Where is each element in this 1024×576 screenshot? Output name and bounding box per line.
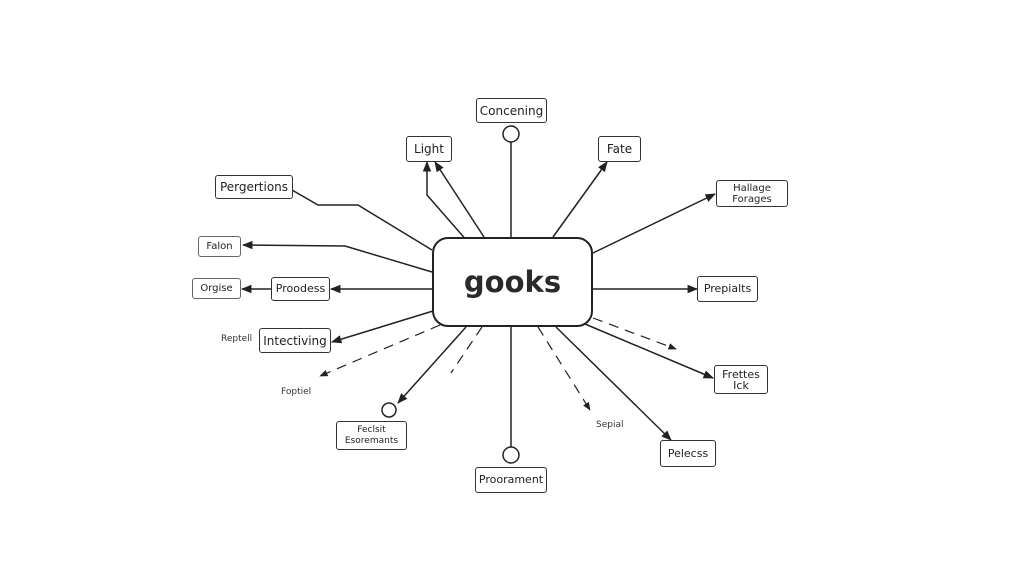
terminal-circle-bottom	[502, 446, 520, 464]
node-proodess[interactable]: Proodess	[271, 277, 330, 301]
connector-fate	[552, 161, 608, 238]
node-concening[interactable]: Concening	[476, 98, 547, 123]
terminal-circle-top	[502, 125, 520, 143]
label-foptiel: Foptiel	[281, 387, 312, 397]
connector-pelecss	[555, 326, 672, 441]
connector-feclsit	[397, 326, 467, 404]
connector-light-a	[422, 160, 469, 243]
connector-light-b	[434, 161, 485, 238]
connector-dashed-right	[592, 317, 677, 350]
node-intectiving[interactable]: Intectiving	[259, 328, 331, 353]
connector-sepial-dashed	[537, 326, 591, 411]
node-prepialts[interactable]: Prepialts	[697, 276, 758, 302]
connector-dashed-short	[450, 326, 483, 374]
node-frettes[interactable]: Frettes Ick	[714, 365, 768, 394]
node-pergertions[interactable]: Pergertions	[215, 175, 293, 199]
connector-intectiving	[330, 310, 434, 344]
connector-foptiel-dashed	[319, 324, 441, 377]
node-pelecss[interactable]: Pelecss	[660, 440, 716, 467]
node-orgise[interactable]: Orgise	[192, 278, 241, 299]
connector-hallage	[592, 193, 716, 254]
label-reptell: Reptell	[221, 334, 253, 344]
central-node[interactable]: gooks	[432, 237, 593, 327]
connector-falon	[241, 240, 433, 273]
connector-frettes	[584, 323, 714, 379]
node-light[interactable]: Light	[406, 136, 452, 162]
terminal-circle-left	[381, 402, 397, 418]
node-hallage[interactable]: Hallage Forages	[716, 180, 788, 207]
node-feclsit[interactable]: Feclsit Esoremants	[336, 421, 407, 450]
label-sepial: Sepial	[596, 420, 624, 430]
node-proorament[interactable]: Proorament	[475, 467, 547, 493]
connector-pergertions	[291, 189, 433, 251]
node-fate[interactable]: Fate	[598, 136, 641, 162]
node-falon[interactable]: Falon	[198, 236, 241, 257]
